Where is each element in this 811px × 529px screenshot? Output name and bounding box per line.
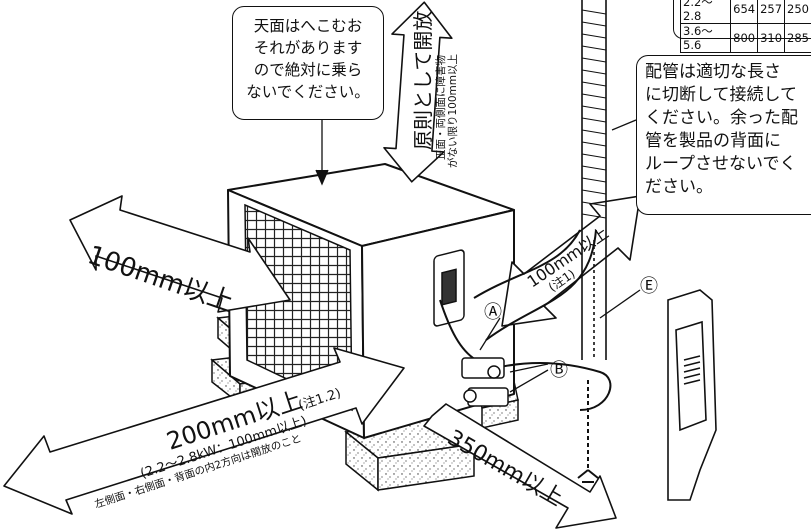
table-cell: 257 (757, 0, 786, 24)
callout-e: Ⓔ (640, 276, 658, 297)
piping (439, 229, 612, 483)
table-row: 3.6～5.6 800 310 285 (679, 23, 811, 53)
table-cell: 250 (784, 0, 811, 24)
table-cell: 3.6～5.6 (679, 23, 732, 53)
note-line: ください。余った配 (645, 108, 798, 128)
service-panel (433, 249, 465, 327)
leader-lines (315, 118, 641, 393)
left-clearance-arrow (69, 195, 291, 313)
note-line: ので絶対に乗ら (253, 61, 363, 79)
note-line: 管を製品の背面に (645, 131, 781, 151)
callout-a: Ⓐ (484, 302, 502, 323)
dimension-table-grid: 2.2～2.8 654 257 250 3.6～5.6 800 310 285 (679, 0, 811, 53)
drain-hose (581, 0, 607, 360)
table-cell: 654 (730, 0, 759, 24)
note-line: に切断して接続して (645, 85, 797, 105)
piping-instruction-note: 配管は適切な長さ に切断して接続して ください。余った配 管を製品の背面に ルー… (636, 55, 811, 215)
dimension-table: 2.2～2.8 654 257 250 3.6～5.6 800 310 285 (673, 0, 811, 53)
table-cell: 2.2～2.8 (679, 0, 732, 24)
note-line: 天面はへこむお (253, 17, 363, 35)
top-surface-warning-note: 天面はへこむお それがあります ので絶対に乗ら ないでください。 (232, 6, 384, 120)
top-clearance-main: 原則として開放 (411, 11, 435, 150)
top-clearance-labels: 原則として開放 正面・両側面に障害物 がない限り100mm以上 (411, 11, 459, 168)
front-clearance-arrow (3, 347, 405, 515)
table-cell: 285 (784, 23, 811, 53)
callout-b: Ⓑ (550, 360, 568, 381)
table-cell: 310 (757, 23, 786, 53)
hose-ribs (581, 9, 607, 219)
wall-mount-part (667, 289, 717, 501)
note-line: ループさせないでく (645, 154, 797, 174)
table-row: 2.2～2.8 654 257 250 (679, 0, 811, 24)
note-line: ださい。 (645, 177, 713, 197)
top-clearance-sub1: 正面・両側面に障害物 (434, 55, 447, 160)
table-cell: 800 (730, 23, 759, 53)
top-clearance-sub2: がない限り100mm以上 (446, 54, 459, 168)
valve-assembly (461, 357, 509, 407)
note-line: それがあります (253, 39, 363, 57)
right-clearance-arrow (423, 403, 617, 529)
note-line: 配管は適切な長さ (645, 62, 781, 82)
top-clearance-arrow (383, 1, 453, 183)
note-line: ないでください。 (246, 83, 370, 101)
